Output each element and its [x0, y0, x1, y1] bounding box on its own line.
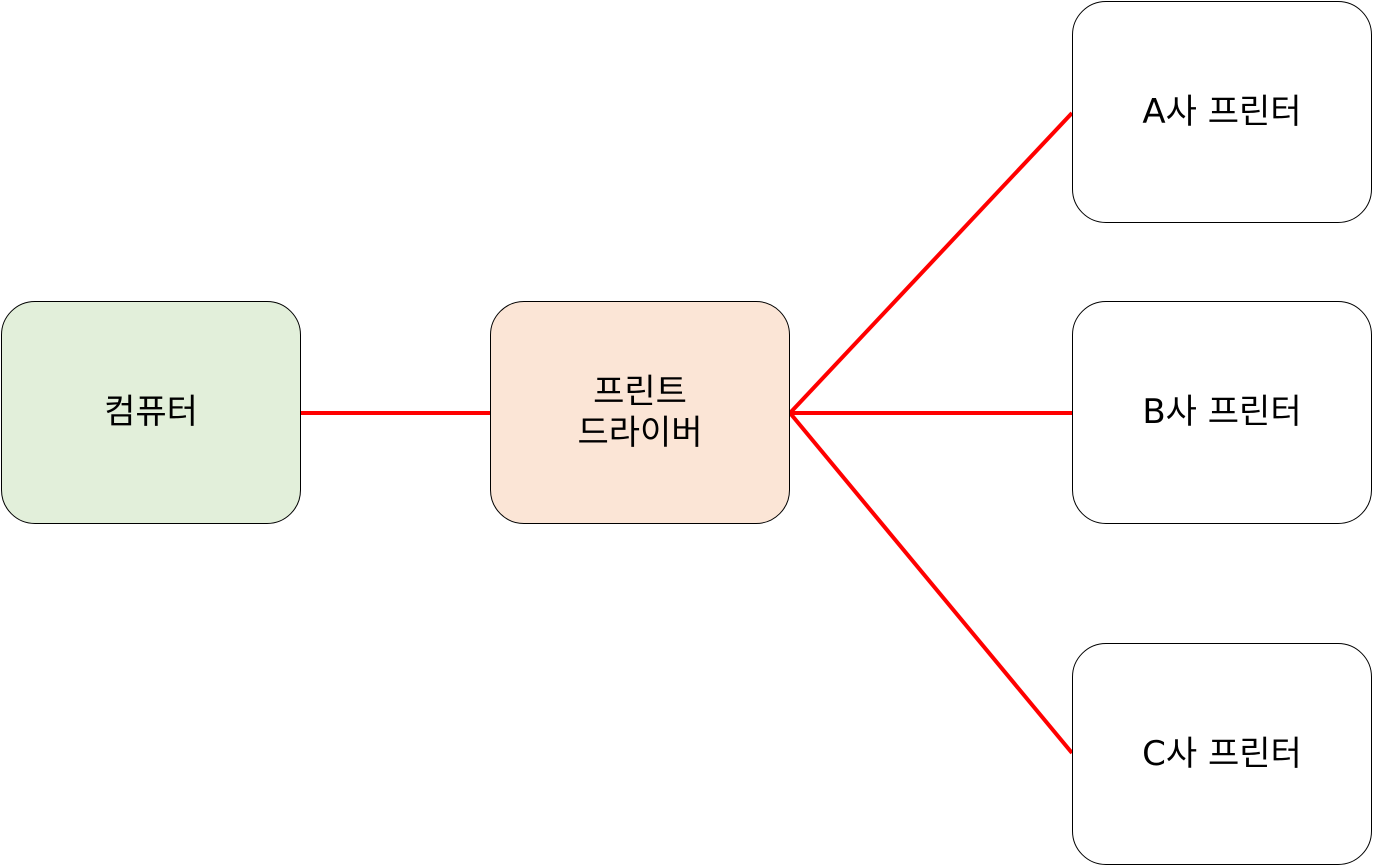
printer-b-node: B사 프린터	[1072, 301, 1372, 524]
print-driver-label-line-2: 드라이버	[577, 412, 703, 453]
print-driver-label-line-1: 프린트	[593, 371, 687, 412]
printer-c-node: C사 프린터	[1072, 643, 1372, 865]
edge-driver-printer-a	[788, 111, 1074, 415]
computer-label: 컴퓨터	[104, 392, 198, 433]
printer-b-label: B사 프린터	[1142, 392, 1302, 433]
print-driver-node: 프린트 드라이버	[490, 301, 790, 524]
printer-a-node: A사 프린터	[1072, 1, 1372, 223]
printer-c-label: C사 프린터	[1142, 733, 1302, 774]
printer-a-label: A사 프린터	[1142, 91, 1302, 132]
computer-node: 컴퓨터	[1, 301, 301, 524]
edge-driver-printer-c	[788, 411, 1074, 755]
